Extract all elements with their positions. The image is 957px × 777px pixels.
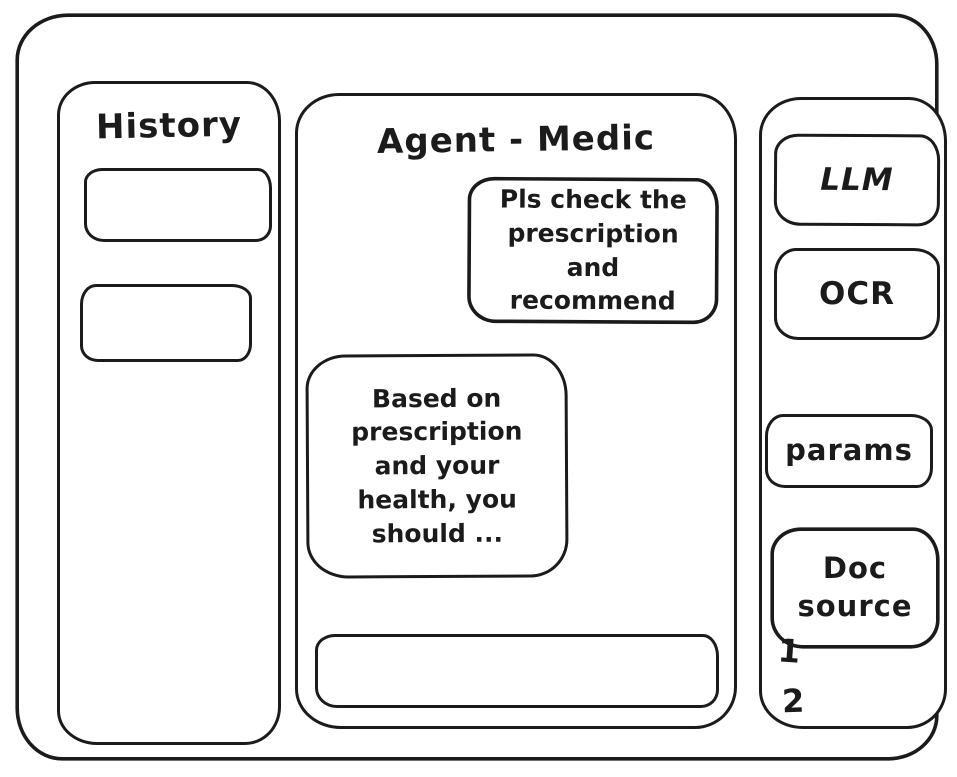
history-title: History (95, 104, 243, 148)
history-item[interactable] (80, 284, 252, 362)
user-message-bubble: Pls check the prescription and recommend (467, 177, 719, 324)
app-window: History Agent - Medic Pls check the pres… (16, 14, 947, 760)
ocr-button[interactable]: OCR (774, 248, 940, 340)
history-panel: History (57, 81, 281, 745)
llm-button[interactable]: LLM (773, 133, 941, 227)
chat-title: Agent - Medic (376, 118, 656, 162)
doc-source-item-2[interactable]: 2 (781, 681, 805, 721)
message-input[interactable] (315, 634, 719, 708)
chat-panel: Agent - Medic Pls check the prescription… (295, 93, 737, 729)
agent-message-bubble: Based on prescription and your health, y… (305, 353, 569, 579)
tools-panel: LLM OCR params Doc source 1 2 (759, 97, 947, 729)
doc-source-item-1[interactable]: 1 (776, 631, 802, 671)
doc-source-button[interactable]: Doc source (771, 528, 939, 648)
params-button[interactable]: params (765, 414, 933, 488)
history-item[interactable] (84, 168, 272, 242)
